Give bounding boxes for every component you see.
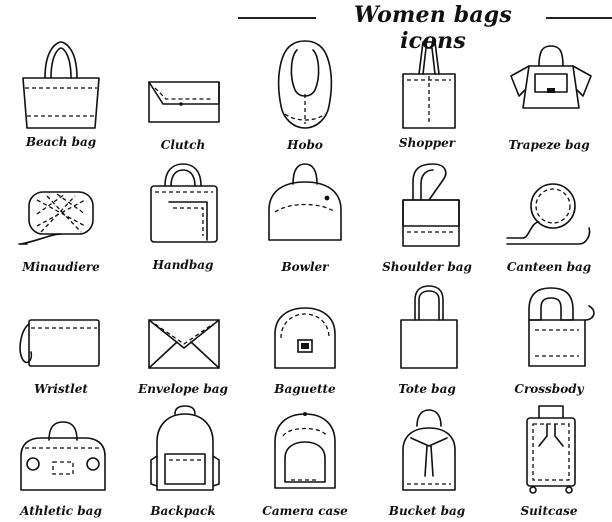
icon-tile-beach-bag: Beach bag — [0, 34, 122, 156]
title-divider-right — [546, 17, 612, 19]
icon-tile-baguette: Baguette — [244, 278, 366, 400]
icon-label: Handbag — [152, 258, 214, 272]
envelope-bag-icon — [148, 319, 220, 369]
icon-label: Baguette — [274, 382, 336, 396]
trapeze-bag-icon — [510, 45, 592, 109]
icon-label: Athletic bag — [20, 504, 102, 518]
icon-tile-backpack: Backpack — [122, 400, 244, 522]
tote-bag-icon — [400, 285, 458, 369]
icon-label: Canteen bag — [506, 260, 592, 274]
athletic-bag-icon — [20, 421, 106, 491]
page-title: Women bags icons — [354, 2, 512, 54]
icon-tile-bucket-bag: Bucket bag — [366, 400, 488, 522]
camera-case-icon — [274, 412, 336, 489]
icon-tile-hobo: Hobo — [244, 34, 366, 156]
icon-tile-tote-bag: Tote bag — [366, 278, 488, 400]
icon-label: Backpack — [150, 504, 216, 518]
wristlet-icon — [19, 319, 100, 367]
icon-tile-canteen-bag: Canteen bag — [488, 156, 610, 278]
icon-label: Minaudiere — [22, 260, 100, 274]
icon-label: Trapeze bag — [508, 138, 590, 152]
beach-bag-icon — [22, 41, 100, 129]
icon-label: Tote bag — [398, 382, 456, 396]
icon-tile-camera-case: Camera case — [244, 400, 366, 522]
icon-label: Bowler — [281, 260, 329, 274]
icon-label: Suitcase — [520, 504, 578, 518]
backpack-icon — [150, 405, 220, 491]
icon-tile-shopper: Shopper — [366, 34, 488, 156]
header: Women bags icons — [0, 0, 612, 54]
bucket-bag-icon — [402, 409, 456, 491]
hobo-bag-icon — [277, 40, 333, 129]
crossbody-bag-icon — [528, 287, 595, 367]
icon-label: Clutch — [160, 138, 206, 152]
title-divider-left — [238, 17, 316, 19]
icon-tile-minaudiere: Minaudiere — [0, 156, 122, 278]
minaudiere-icon — [18, 191, 94, 245]
icon-tile-athletic-bag: Athletic bag — [0, 400, 122, 522]
icon-tile-handbag: Handbag — [122, 156, 244, 278]
icon-label: Wristlet — [34, 382, 88, 396]
icon-label: Beach bag — [25, 135, 97, 149]
canteen-bag-icon — [506, 183, 591, 245]
icon-label: Shoulder bag — [382, 260, 472, 274]
icon-tile-crossbody: Crossbody — [488, 278, 610, 400]
icon-tile-trapeze-bag: Trapeze bag — [488, 34, 610, 156]
icon-tile-envelope-bag: Envelope bag — [122, 278, 244, 400]
handbag-icon — [150, 163, 218, 243]
icon-tile-clutch: Clutch — [122, 34, 244, 156]
baguette-bag-icon — [274, 307, 336, 369]
icon-grid: Beach bag Clutch Hobo Shopper — [0, 34, 612, 522]
icon-tile-wristlet: Wristlet — [0, 278, 122, 400]
bowler-bag-icon — [268, 163, 342, 241]
icon-label: Hobo — [287, 138, 323, 152]
icon-label: Envelope bag — [138, 382, 228, 396]
icon-tile-suitcase: Suitcase — [488, 400, 610, 522]
icon-label: Camera case — [262, 504, 348, 518]
icon-tile-bowler: Bowler — [244, 156, 366, 278]
clutch-icon — [148, 81, 220, 123]
shoulder-bag-icon — [402, 163, 460, 247]
shopper-bag-icon — [402, 41, 456, 129]
icon-tile-shoulder-bag: Shoulder bag — [366, 156, 488, 278]
icon-label: Shopper — [398, 136, 456, 150]
icon-label: Bucket bag — [388, 504, 466, 518]
suitcase-icon — [526, 405, 576, 494]
icon-label: Crossbody — [514, 382, 584, 396]
